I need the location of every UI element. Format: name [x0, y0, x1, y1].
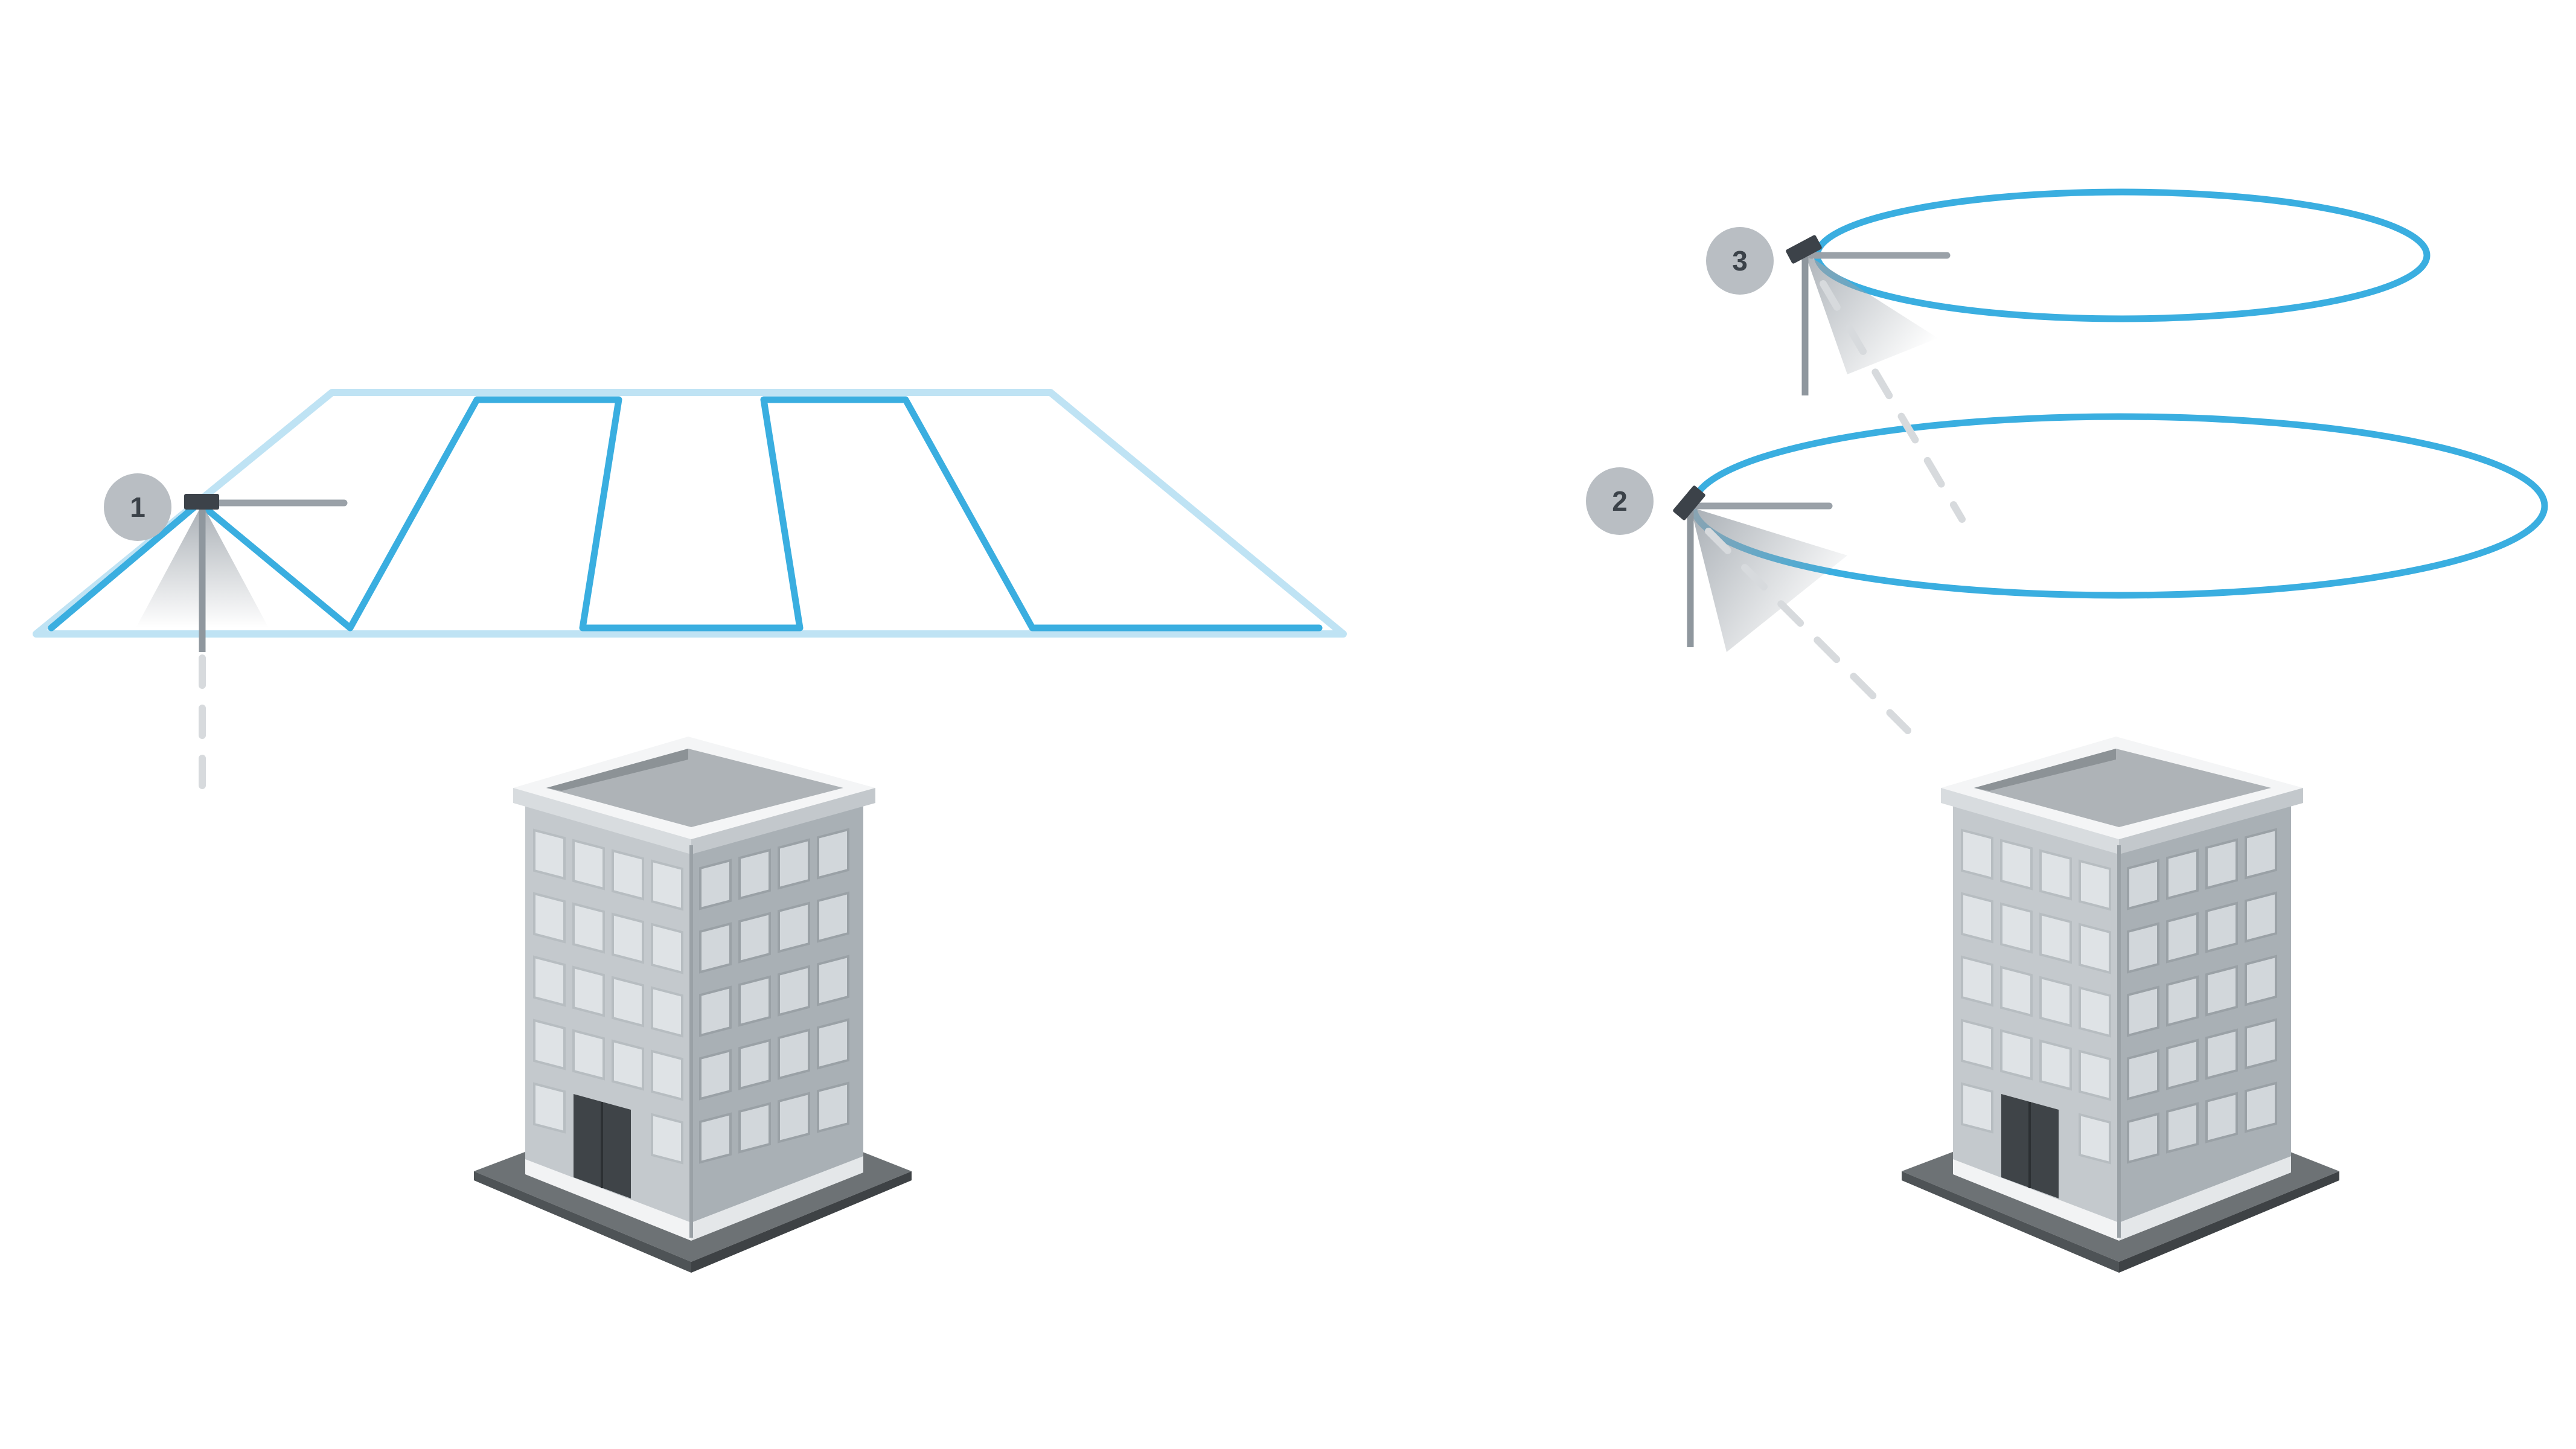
grid-flight-path [48, 396, 1323, 632]
building-right [1902, 737, 2339, 1273]
camera-2-body [1673, 485, 1705, 520]
marker-1-label: 1 [130, 491, 145, 523]
building-left [474, 737, 912, 1273]
marker-1-badge [104, 473, 171, 541]
marker-3-label: 3 [1732, 245, 1748, 277]
camera-1-body [184, 494, 219, 510]
camera-3-body [1786, 235, 1822, 264]
camera-2-view-cone [1690, 507, 1847, 652]
marker-2-label: 2 [1612, 485, 1628, 517]
marker-2-badge [1586, 467, 1654, 535]
camera-3-group: 3 [1706, 227, 1966, 523]
camera-3-dashed-line [1820, 280, 1966, 523]
orbit-mission-scene: 3 2 [1586, 188, 2548, 734]
camera-2-dashed-line [1705, 528, 1911, 734]
camera-1-group: 1 [104, 473, 348, 807]
grid-flight-path-start [48, 499, 203, 632]
camera-2-group: 2 [1586, 467, 1911, 734]
grid-mission-scene: 1 [33, 389, 1347, 807]
camera-3-view-cone [1805, 254, 1938, 374]
marker-3-badge [1706, 227, 1774, 295]
